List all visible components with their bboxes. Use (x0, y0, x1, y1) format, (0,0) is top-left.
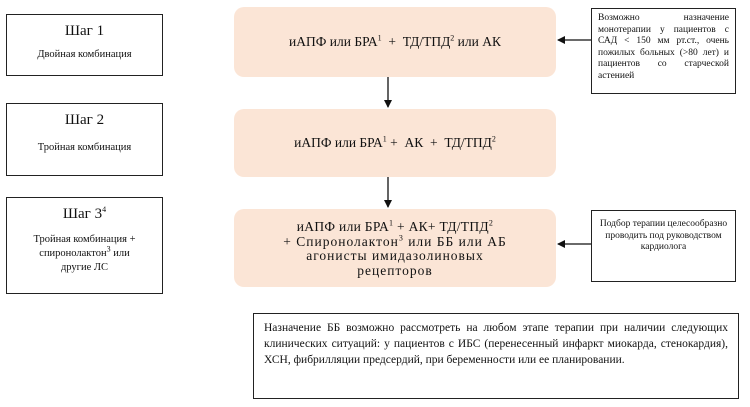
t3-line2: + Спиронолактон3 или ББ или АБ (234, 233, 556, 250)
step-3-title-wrap: Шаг 34 (7, 206, 162, 223)
step-3-sub-c: или (110, 248, 130, 259)
step-3-sub-b: спиронолактон (39, 248, 107, 259)
t3-line4: рецепторов (357, 262, 433, 278)
monotherapy-note-text: Возможно назначение монотерапии у пациен… (598, 13, 729, 81)
t2-b: + АК + ТД/ТПД (386, 135, 492, 150)
t2-sup2: 2 (491, 134, 496, 144)
monotherapy-note: Возможно назначение монотерапии у пациен… (591, 8, 736, 94)
step-3-title: Шаг 3 (62, 206, 103, 222)
t1-sup1: 1 (377, 33, 382, 43)
treatment-3-box: иАПФ или БРА1 + АК+ ТД/ТПД2 + Спиронолак… (234, 209, 556, 287)
t3-l1sup1: 1 (389, 218, 394, 228)
step-2-title: Шаг 2 (64, 112, 105, 128)
specialist-note: Подбор терапии целесообразно проводить п… (591, 210, 736, 282)
t3-l1sup2: 2 (488, 218, 494, 228)
bb-note-text: Назначение ББ возможно рассмотреть на лю… (264, 322, 728, 366)
t3-line3: агонисты имидазолиновых (306, 248, 484, 263)
t1-c: или АК (454, 34, 501, 49)
step-2-subtitle: Тройная комбинация (37, 142, 132, 153)
step-3-box: Шаг 34 Тройная комбинация + спиронолакто… (6, 197, 163, 294)
step-3-sub-sup: 3 (106, 244, 111, 254)
t3-l2sup: 3 (398, 233, 404, 242)
step-3-sub-d: другие ЛС (60, 262, 109, 273)
t1-sup2: 2 (450, 33, 455, 43)
t1-a: иАПФ или БРА (289, 34, 378, 49)
step-3-subtitle: Тройная комбинация + спиронолактон3 или … (7, 233, 162, 275)
step-3-sub-a: Тройная комбинация + (33, 234, 136, 245)
step-2-box: Шаг 2 Тройная комбинация (6, 103, 163, 176)
treatment-2-box: иАПФ или БРА1 + АК + ТД/ТПД2 (234, 109, 556, 177)
step-1-title: Шаг 1 (64, 23, 105, 39)
step-3-title-sup: 4 (102, 205, 107, 214)
t2-a: иАПФ или БРА (294, 135, 383, 150)
t1-b: + ТД/ТПД (381, 34, 451, 49)
t3-l1b: + АК+ ТД/ТПД (393, 219, 489, 234)
bb-note: Назначение ББ возможно рассмотреть на лю… (253, 313, 739, 399)
treatment-1-box: иАПФ или БРА1 + ТД/ТПД2 или АК (234, 7, 556, 77)
t3-l2b: или ББ или АБ (403, 233, 507, 249)
specialist-note-text: Подбор терапии целесообразно проводить п… (599, 219, 728, 252)
step-1-box: Шаг 1 Двойная комбинация (6, 14, 163, 76)
step-1-subtitle: Двойная комбинация (37, 49, 132, 60)
t3-line1: иАПФ или БРА1 + АК+ ТД/ТПД2 (234, 218, 556, 235)
t2-sup1: 1 (382, 134, 387, 144)
t3-l1a: иАПФ или БРА (296, 219, 389, 234)
t3-l2a: + Спиронолактон (283, 233, 399, 249)
